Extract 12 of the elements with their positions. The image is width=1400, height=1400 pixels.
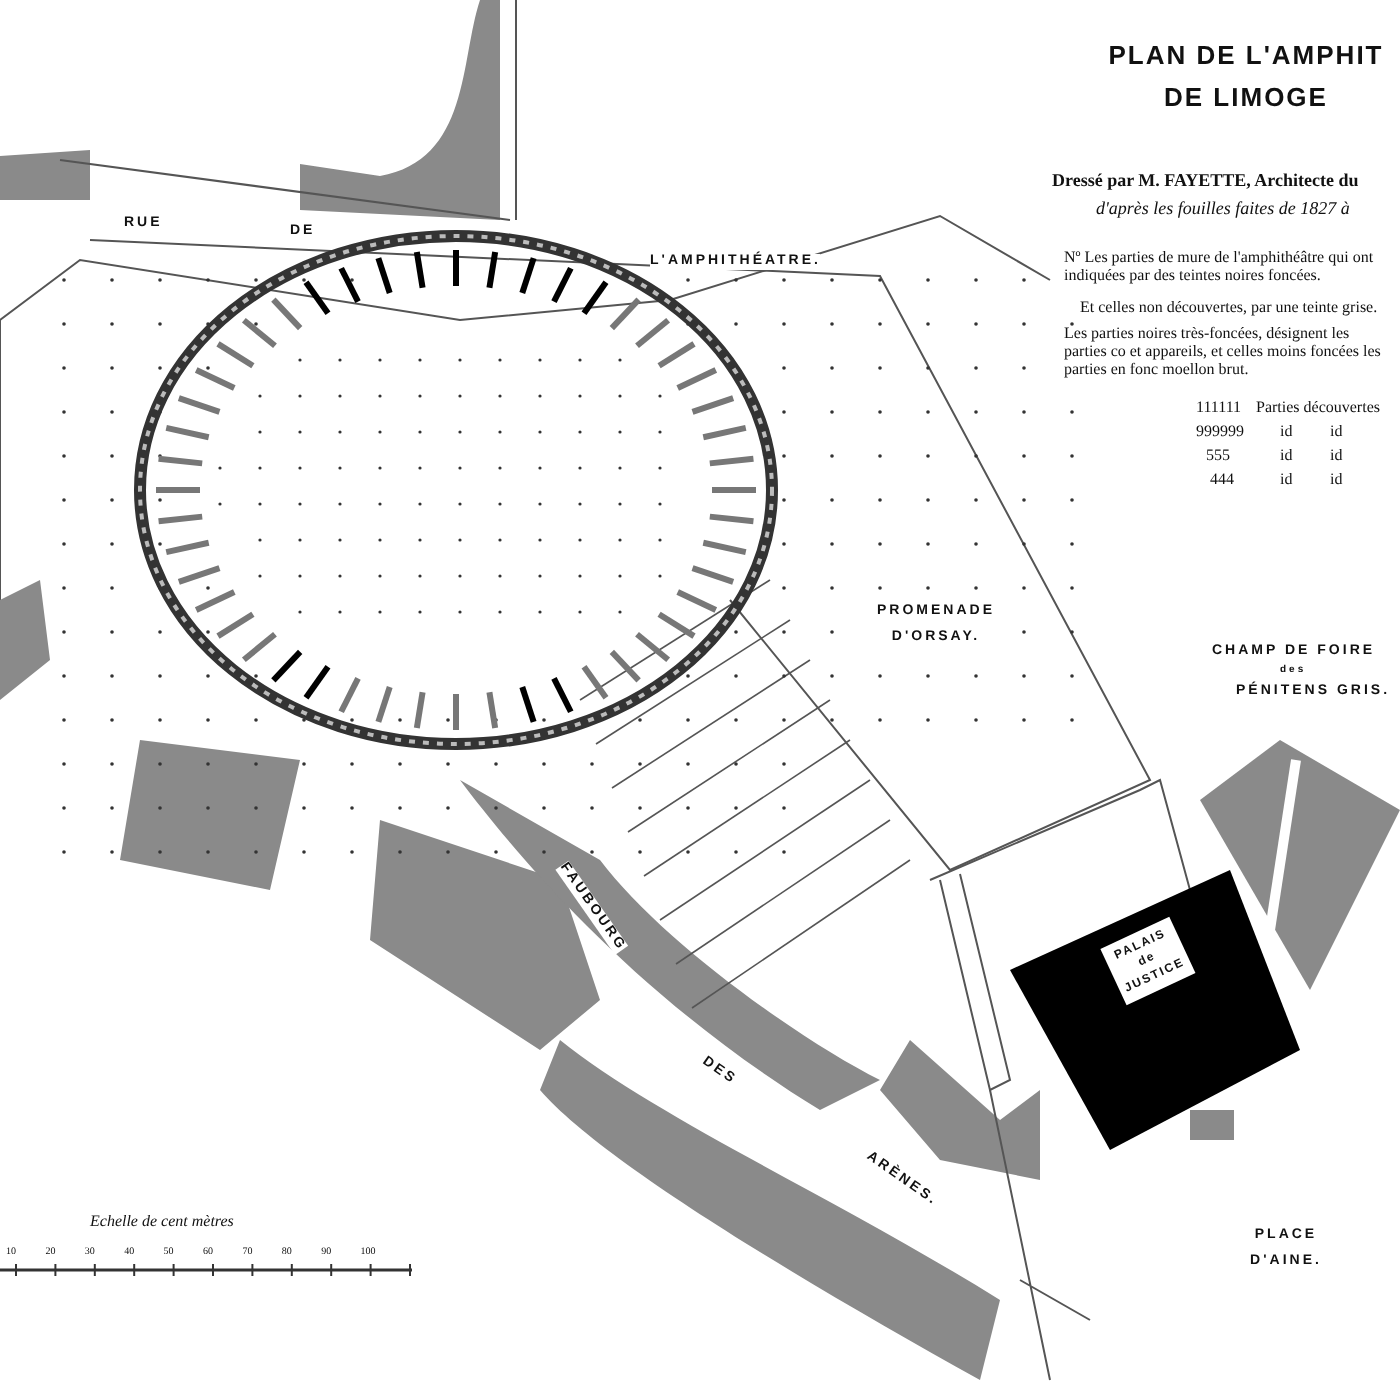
legend-code: 999999: [1196, 424, 1244, 442]
legend-text: id: [1280, 424, 1293, 442]
legend-text: id: [1330, 472, 1343, 490]
legend-code: 111111: [1196, 400, 1242, 418]
legend-code: 444: [1210, 472, 1234, 490]
legend-text: id: [1330, 448, 1343, 466]
legend-text: id: [1280, 472, 1293, 490]
scale-caption: Echelle de cent mètres: [90, 1214, 234, 1232]
legend-code: 555: [1206, 448, 1230, 466]
legend-text: Parties découvertes: [1256, 400, 1380, 418]
legend-text: id: [1330, 424, 1343, 442]
legend-text: id: [1280, 448, 1293, 466]
